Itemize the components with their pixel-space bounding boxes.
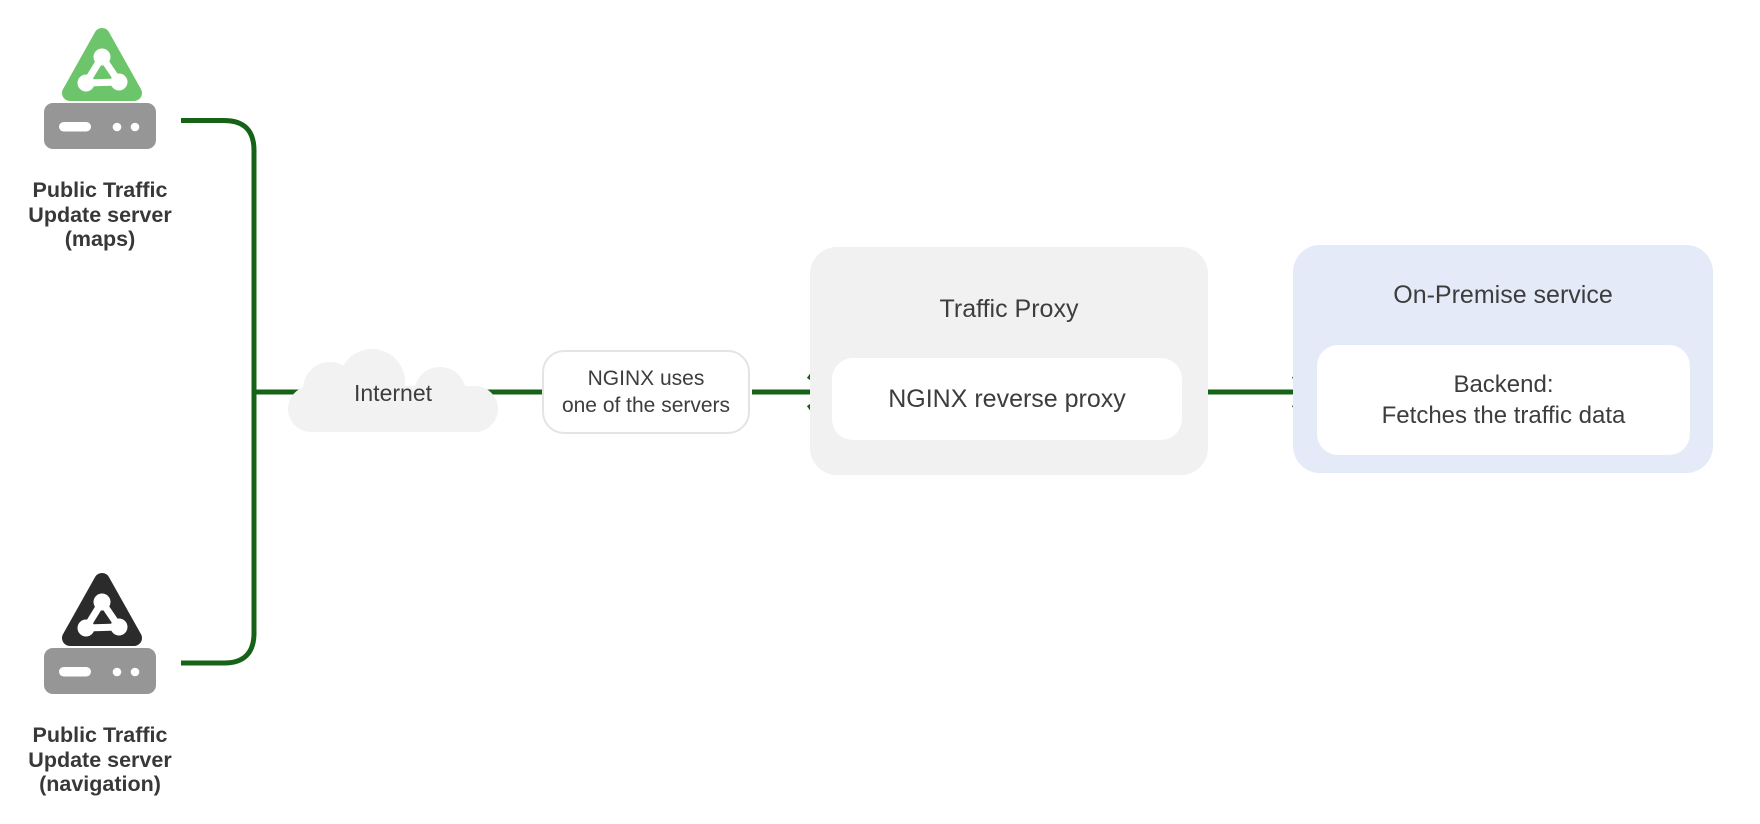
label-line: (navigation) [39,772,161,796]
nginx-reverse-proxy-box: NGINX reverse proxy [832,358,1182,440]
molecule-glyph [77,48,128,92]
nginx-note-box: NGINX uses one of the servers [542,350,750,434]
note-line: NGINX uses [587,366,705,390]
traffic-proxy-title: Traffic Proxy [939,295,1079,323]
molecule-glyph [77,593,128,637]
server-maps-label: Public Traffic Update server (maps) [10,178,190,252]
backend-line: Fetches the traffic data [1381,402,1626,429]
label-line: Update server [28,747,172,772]
server-navigation-label: Public Traffic Update server (navigation… [10,723,190,797]
note-line: one of the servers [561,394,731,417]
server-box-icon [44,103,156,149]
nginx-reverse-proxy-label: NGINX reverse proxy [888,384,1126,413]
traffic-proxy-container: Traffic Proxy NGINX reverse proxy [810,247,1208,475]
server-maps-icon [44,28,156,149]
backend-line: Backend: [1453,371,1554,398]
label-line: Update server [28,202,172,227]
internet-node-label: Internet [354,380,432,406]
label-line: Public Traffic [32,178,168,202]
server-navigation-icon [44,573,156,694]
server-join-bracket [181,118,257,666]
on-premise-container: On-Premise service Backend: Fetches the … [1293,245,1713,473]
internet-cloud [288,349,498,432]
label-line: (maps) [64,227,136,251]
on-premise-title: On-Premise service [1393,281,1613,309]
label-line: Public Traffic [32,723,168,747]
server-box-icon [44,648,156,694]
backend-box: Backend: Fetches the traffic data [1317,345,1690,455]
